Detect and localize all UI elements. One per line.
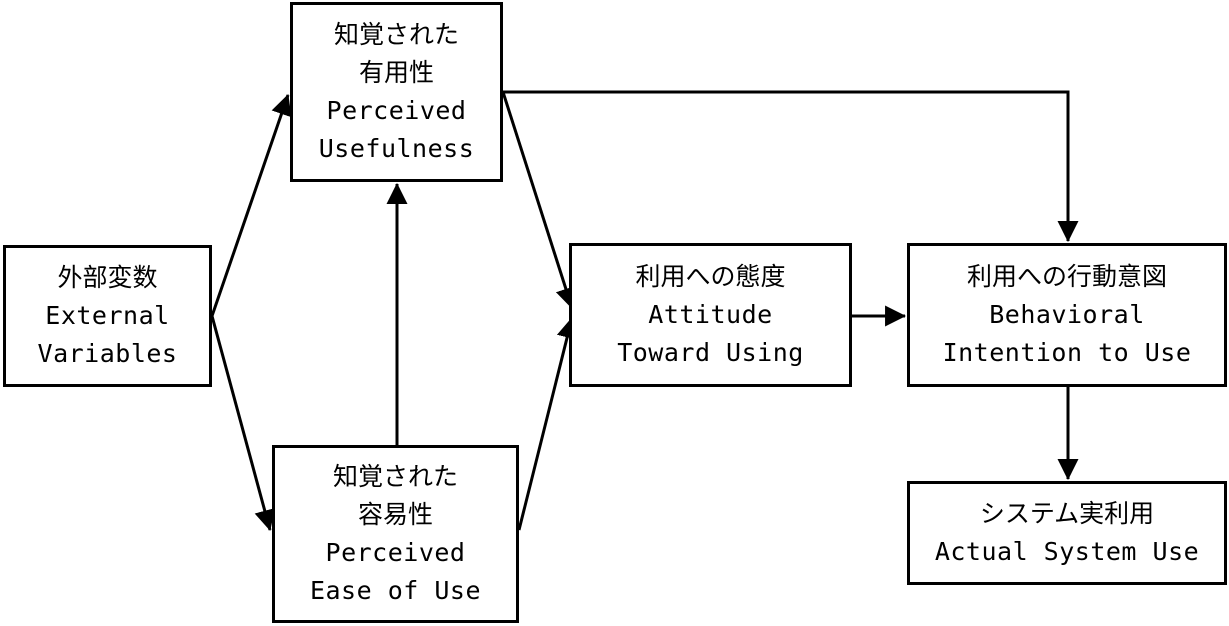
node-label-jp: 知覚された (333, 20, 459, 49)
node-label-jp: 有用性 (358, 58, 434, 87)
node-label-jp: 利用への行動意図 (966, 262, 1167, 291)
node-label-en: Usefulness (318, 134, 475, 163)
node-label-en: Attitude (648, 300, 773, 329)
node-perceived-usefulness: 知覚された 有用性 Perceived Usefulness (290, 2, 503, 182)
node-label-jp: 利用への態度 (635, 262, 786, 291)
node-label-jp: システム実利用 (979, 499, 1155, 528)
node-label-jp: 外部変数 (57, 263, 158, 292)
edge-external-to-ease (210, 315, 275, 532)
node-behavioral-intention: 利用への行動意図 Behavioral Intention to Use (907, 243, 1227, 387)
edge-usefulness-to-attitude (501, 91, 576, 310)
node-label-jp: 容易性 (357, 500, 433, 529)
node-label-en: Perceived (325, 538, 466, 567)
edge-usefulness-to-intention (503, 90, 1079, 243)
edges-layer (210, 90, 1079, 532)
node-actual-system-use: システム実利用 Actual System Use (907, 481, 1227, 585)
edge-external-to-usefulness (210, 94, 292, 317)
node-label-jp: 知覚された (332, 462, 458, 491)
node-label-en: Behavioral (989, 300, 1145, 329)
node-external-variables: 外部変数 External Variables (3, 245, 212, 387)
node-label-en: Toward Using (617, 338, 804, 367)
node-attitude-toward-using: 利用への態度 Attitude Toward Using (569, 243, 852, 387)
edge-ease-to-attitude (517, 316, 578, 531)
node-label-en: Variables (37, 339, 178, 368)
node-label-en: External (45, 301, 170, 330)
node-label-en: Actual System Use (934, 537, 1200, 566)
node-label-en: Intention to Use (942, 338, 1192, 367)
node-label-en: Perceived (326, 96, 467, 125)
node-perceived-ease-of-use: 知覚された 容易性 Perceived Ease of Use (272, 445, 519, 623)
node-label-en: Ease of Use (309, 576, 482, 605)
